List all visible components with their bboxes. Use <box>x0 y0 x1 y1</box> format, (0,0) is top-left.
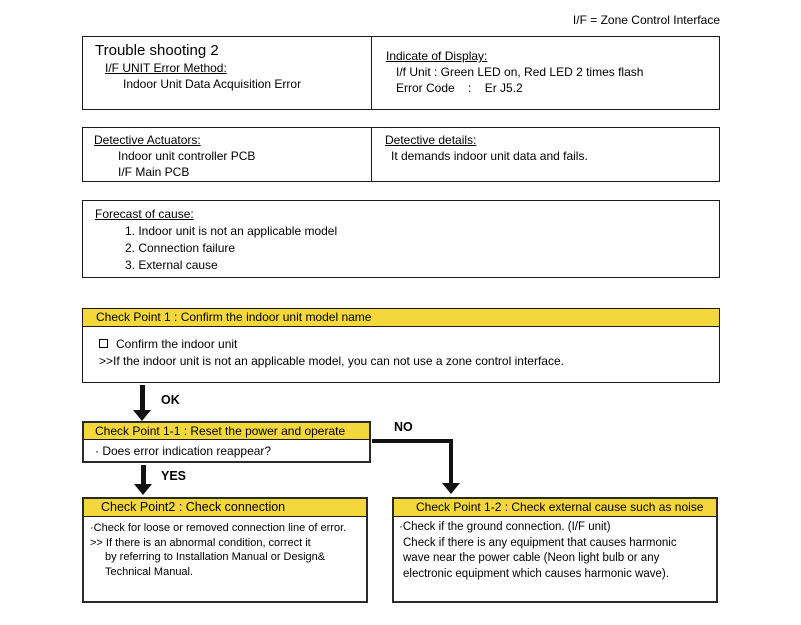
detective-details-line: It demands indoor unit data and fails. <box>391 149 588 163</box>
checkpoint1-2-line: ·Check if the ground connection. (I/F un… <box>399 521 611 533</box>
checkpoint2-header: Check Point2 : Check connection <box>84 499 366 517</box>
checkpoint1-2-line: Check if there is any equipment that cau… <box>403 536 677 549</box>
forecast-item: 2. Connection failure <box>125 241 236 255</box>
checkpoint1-box: Check Point 1 : Confirm the indoor unit … <box>82 308 720 383</box>
checkpoint2-line: ·Check for loose or removed connection l… <box>90 522 347 534</box>
no-connector-vertical <box>449 439 453 485</box>
checkpoint1-1-box: Check Point 1-1 : Reset the power and op… <box>82 421 371 463</box>
detective-details-heading: Detective details: <box>385 133 477 147</box>
ok-label: OK <box>161 393 180 407</box>
info-box-row1: Trouble shooting 2 I/F UNIT Error Method… <box>82 36 720 110</box>
detective-details-cell: Detective details: It demands indoor uni… <box>372 128 719 181</box>
page-title: Trouble shooting 2 <box>95 42 219 59</box>
checkpoint1-line1: Confirm the indoor unit <box>116 337 238 351</box>
checkpoint1-1-header: Check Point 1-1 : Reset the power and op… <box>84 423 369 440</box>
checkpoint1-body: Confirm the indoor unit >>If the indoor … <box>83 327 719 370</box>
ok-arrowhead-icon <box>133 410 151 421</box>
checkpoint1-2-line: electronic equipment which causes harmon… <box>403 567 669 580</box>
no-arrowhead-icon <box>442 483 460 494</box>
forecast-heading: Forecast of cause: <box>95 207 194 221</box>
checkpoint1-header: Check Point 1 : Confirm the indoor unit … <box>83 309 719 327</box>
checkpoint1-1-body: · Does error indication reappear? <box>95 444 272 458</box>
no-label: NO <box>394 420 413 434</box>
trouble-shooting-cell: Trouble shooting 2 I/F UNIT Error Method… <box>83 37 372 109</box>
detective-actuators-cell: Detective Actuators: Indoor unit control… <box>83 128 372 181</box>
forecast-item: 1. Indoor unit is not an applicable mode… <box>125 224 338 238</box>
checkpoint1-2-line: wave near the power cable (Neon light bu… <box>403 552 660 564</box>
checkbox-icon <box>99 339 108 348</box>
checkpoint2-line: by referring to Installation Manual or D… <box>105 551 326 563</box>
checkpoint2-body: ·Check for loose or removed connection l… <box>84 517 366 579</box>
info-box-row2: Detective Actuators: Indoor unit control… <box>82 127 720 182</box>
detective-actuators-heading: Detective Actuators: <box>94 133 201 147</box>
yes-arrow-shaft <box>141 465 146 486</box>
checkpoint2-line: Technical Manual. <box>105 565 194 578</box>
checkpoint1-2-box: Check Point 1-2 : Check external cause s… <box>392 497 718 603</box>
indicate-display-line1: I/f Unit : Green LED on, Red LED 2 times… <box>396 65 644 79</box>
top-note: I/F = Zone Control Interface <box>572 13 720 27</box>
yes-arrowhead-icon <box>134 484 152 495</box>
yes-label: YES <box>161 469 187 483</box>
forecast-item: 3. External cause <box>125 258 218 272</box>
checkpoint2-box: Check Point2 : Check connection ·Check f… <box>82 497 368 603</box>
no-connector-horizontal <box>372 439 453 443</box>
indicate-display-cell: Indicate of Display: I/f Unit : Green LE… <box>372 37 719 109</box>
forecast-box: Forecast of cause: 1. Indoor unit is not… <box>82 200 720 278</box>
checkpoint1-2-header: Check Point 1-2 : Check external cause s… <box>394 499 716 517</box>
detective-actuators-line: I/F Main PCB <box>118 165 190 179</box>
detective-actuators-line: Indoor unit controller PCB <box>118 149 256 163</box>
indicate-display-heading: Indicate of Display: <box>386 49 488 63</box>
error-method-detail: Indoor Unit Data Acquisition Error <box>123 77 302 91</box>
checkpoint2-line: >> If there is an abnormal condition, co… <box>90 536 311 549</box>
checkpoint1-2-body: ·Check if the ground connection. (I/F un… <box>394 517 716 582</box>
error-method-heading: I/F UNIT Error Method: <box>105 61 227 75</box>
checkpoint1-line2: >>If the indoor unit is not an applicabl… <box>99 354 564 368</box>
error-code-line: Error Code : Er J5.2 <box>396 81 523 95</box>
ok-arrow-shaft <box>140 385 145 412</box>
